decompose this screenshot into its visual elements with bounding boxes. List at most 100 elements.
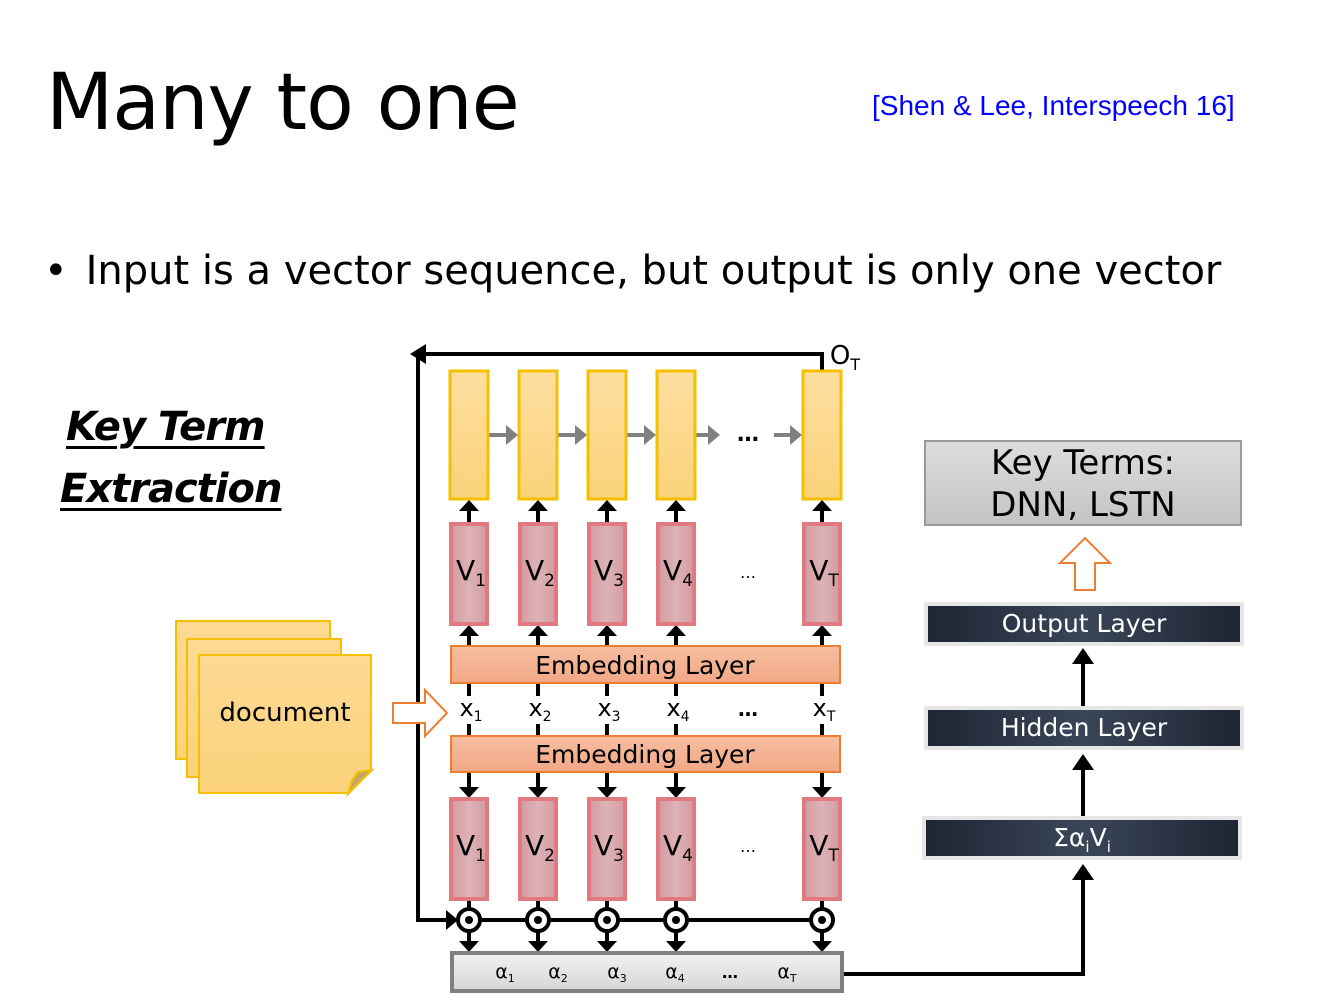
hidden-to-output-arrow-head <box>1072 648 1094 664</box>
v-label-lower: VT <box>809 829 839 866</box>
dot-product-center <box>672 916 680 924</box>
v-to-rnn-arrow-head <box>528 500 548 511</box>
alpha-label: α3 <box>607 961 627 985</box>
dot-product-center <box>603 916 611 924</box>
match-to-alpha-arrow-head <box>812 941 832 952</box>
task-label-line2: Extraction <box>60 466 282 512</box>
output-label-ot: OT <box>830 341 860 374</box>
result-line1: Key Terms: <box>990 443 1176 483</box>
slide-title: Many to one <box>46 58 520 148</box>
dot-product-center <box>534 916 542 924</box>
v-lower-ellipsis: … <box>740 837 756 856</box>
output-layer: Output Layer <box>924 602 1244 646</box>
v-to-rnn-arrow-head <box>812 500 832 511</box>
v-label-lower: V4 <box>663 829 693 866</box>
v-box-upper <box>587 522 627 626</box>
task-label-line1: Key Term <box>66 404 266 450</box>
alpha-label: α1 <box>495 961 515 985</box>
input-label: x3 <box>597 694 620 725</box>
embed-to-v-arrow-head <box>666 625 686 636</box>
embed-to-v-arrow-head <box>528 625 548 636</box>
loop-entry-arrow-head <box>446 910 458 930</box>
recurrent-arrow-head <box>506 425 518 445</box>
embedding-label-upper: Embedding Layer <box>535 651 755 680</box>
rnn-cell <box>655 369 697 501</box>
alpha-label: α4 <box>665 961 685 985</box>
recurrent-arrow-head <box>790 425 802 445</box>
document-page-front <box>198 654 372 794</box>
embed-to-v-lower-arrow-head <box>812 787 832 798</box>
embed-to-v-lower-arrow-head <box>459 787 479 798</box>
hollow-input-arrow-icon <box>392 687 449 739</box>
match-to-alpha-arrow-head <box>459 941 479 952</box>
hidden-layer: Hidden Layer <box>924 706 1244 750</box>
v-to-rnn-arrow-head <box>597 500 617 511</box>
embed-to-v-lower-arrow-head <box>666 787 686 798</box>
alpha-to-sum-line <box>844 878 1085 976</box>
embedding-label-lower: Embedding Layer <box>535 740 755 769</box>
match-to-alpha-arrow-head <box>528 941 548 952</box>
alpha-to-sum-arrow-head <box>1072 864 1094 880</box>
v-label-upper: V2 <box>525 554 555 591</box>
match-to-alpha-arrow-head <box>666 941 686 952</box>
v-label-lower: V3 <box>594 829 624 866</box>
embed-to-v-arrow-head <box>459 625 479 636</box>
v-label-upper: VT <box>809 554 839 591</box>
bullet-icon: • <box>44 248 68 294</box>
alpha-label: α2 <box>548 961 568 985</box>
sum-to-hidden-arrow-head <box>1072 754 1094 770</box>
input-ellipsis: … <box>738 697 758 721</box>
alpha-subscript: i <box>1085 838 1090 856</box>
result-line2: DNN, LSTN <box>990 485 1176 525</box>
v-label-lower: V1 <box>456 829 486 866</box>
v-to-rnn-arrow-head <box>459 500 479 511</box>
citation: [Shen & Lee, Interspeech 16] <box>872 90 1235 121</box>
input-label: x1 <box>459 694 482 725</box>
embed-to-v-arrow-head <box>597 625 617 636</box>
v-to-rnn-arrow-head <box>666 500 686 511</box>
bullet-text: Input is a vector sequence, but output i… <box>85 248 1222 294</box>
recurrent-arrow-head <box>575 425 587 445</box>
input-label: x4 <box>666 694 689 725</box>
v-box-lower <box>518 797 558 901</box>
v-box-lower <box>802 797 842 901</box>
v-subscript: i <box>1106 838 1111 856</box>
bullet-point: • Input is a vector sequence, but output … <box>44 248 1221 294</box>
alpha-symbol: α <box>1068 823 1086 852</box>
v-box-upper <box>802 522 842 626</box>
alpha-label: αT <box>777 961 797 985</box>
rnn-ellipsis: … <box>737 422 759 447</box>
v-symbol: V <box>1089 823 1107 852</box>
dot-product-center <box>818 916 826 924</box>
v-box-upper <box>449 522 489 626</box>
input-label: xT <box>813 694 836 725</box>
embedding-layer-upper <box>450 645 841 684</box>
hollow-output-arrow-icon <box>1057 536 1113 591</box>
v-box-upper <box>656 522 696 626</box>
v-label-upper: V4 <box>663 554 693 591</box>
rnn-cell <box>517 369 559 501</box>
embed-to-v-lower-arrow-head <box>597 787 617 798</box>
rnn-cell <box>801 369 843 501</box>
v-box-upper <box>518 522 558 626</box>
recurrent-arrow-head <box>708 425 720 445</box>
v-label-lower: V2 <box>525 829 555 866</box>
document-label: document <box>219 698 351 728</box>
embed-to-v-arrow-head <box>812 625 832 636</box>
embed-to-v-lower-arrow-head <box>528 787 548 798</box>
v-box-lower <box>656 797 696 901</box>
sigma-symbol: Σ <box>1053 823 1069 852</box>
input-label: x2 <box>528 694 551 725</box>
result-box: Key Terms: DNN, LSTN <box>924 440 1242 526</box>
embedding-layer-lower <box>450 735 841 773</box>
v-box-lower <box>587 797 627 901</box>
rnn-cell <box>448 369 490 501</box>
rnn-cell <box>586 369 628 501</box>
alpha-ellipsis: … <box>722 963 738 982</box>
v-box-lower <box>449 797 489 901</box>
weighted-sum-layer: ΣαiVi <box>922 816 1242 860</box>
match-to-alpha-arrow-head <box>597 941 617 952</box>
v-label-upper: V1 <box>456 554 486 591</box>
v-upper-ellipsis: … <box>740 563 756 582</box>
attention-weights-box <box>450 951 844 993</box>
